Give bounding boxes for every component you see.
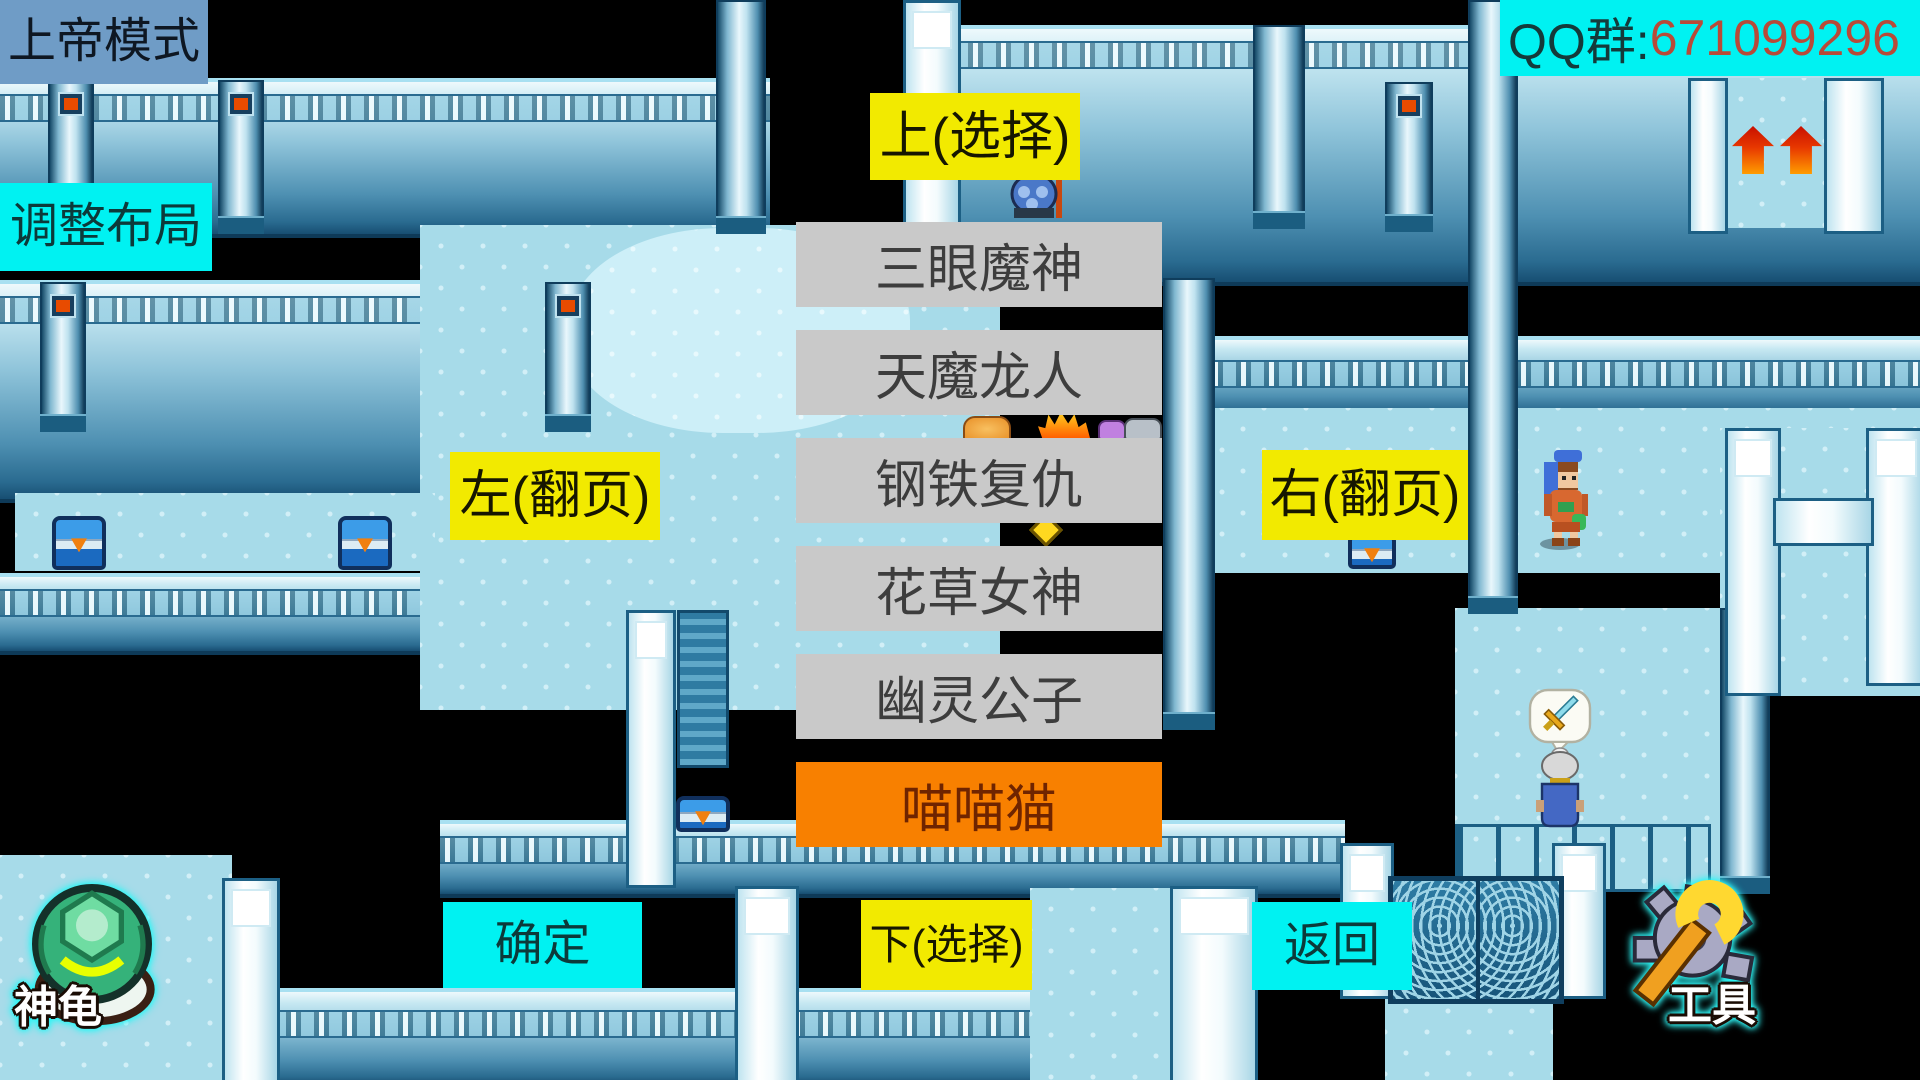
turtle-shell-icon bbox=[32, 884, 155, 1026]
girl-npc-sprite bbox=[1540, 450, 1588, 550]
wall-band bbox=[1180, 336, 1920, 420]
tools-button[interactable]: 工具 bbox=[1602, 872, 1762, 1052]
white-column bbox=[1866, 428, 1920, 686]
white-column bbox=[1170, 886, 1258, 1080]
white-column bbox=[735, 886, 799, 1080]
gem-pillar bbox=[40, 282, 86, 432]
god-mode-toggle[interactable]: 上帝模式 bbox=[0, 0, 208, 84]
floor bbox=[1385, 990, 1553, 1080]
pillar bbox=[1253, 25, 1305, 229]
treasure-chest bbox=[338, 516, 392, 570]
dpad-left-button[interactable]: 左(翻页) bbox=[450, 452, 660, 540]
white-column bbox=[222, 878, 280, 1080]
confirm-button[interactable]: 确定 bbox=[443, 902, 642, 988]
menu-item-1[interactable]: 天魔龙人 bbox=[796, 330, 1162, 415]
menu-item-3[interactable]: 花草女神 bbox=[796, 546, 1162, 631]
up-arrow-icon bbox=[1780, 126, 1822, 174]
qq-group-banner: QQ群:671099296 bbox=[1500, 0, 1920, 76]
treasure-chest bbox=[52, 516, 106, 570]
adjust-layout-button[interactable]: 调整布局 bbox=[0, 183, 212, 271]
gem-pillar bbox=[218, 80, 264, 234]
white-column bbox=[1725, 428, 1781, 696]
gem-pillar bbox=[1385, 82, 1433, 232]
white-column bbox=[626, 610, 676, 888]
pillar bbox=[716, 0, 766, 234]
double-up-arrow-icon[interactable] bbox=[1732, 126, 1822, 174]
menu-item-2[interactable]: 钢铁复仇 bbox=[796, 438, 1162, 523]
gem-pillar bbox=[545, 282, 591, 432]
pillar bbox=[1468, 0, 1518, 614]
white-column bbox=[1688, 78, 1728, 234]
floor bbox=[1030, 888, 1175, 1080]
tools-button-label: 工具 bbox=[1668, 981, 1756, 1030]
wall-band bbox=[230, 988, 1030, 1080]
qq-group-number: 671099296 bbox=[1649, 10, 1900, 66]
stone-gate bbox=[1388, 876, 1564, 1004]
dpad-right-button[interactable]: 右(翻页) bbox=[1262, 450, 1468, 540]
menu-item-selected[interactable]: 喵喵猫 bbox=[796, 762, 1162, 847]
carved-pillar bbox=[677, 610, 729, 768]
dpad-down-button[interactable]: 下(选择) bbox=[861, 900, 1032, 990]
menu-item-4[interactable]: 幽灵公子 bbox=[796, 654, 1162, 739]
wall-band bbox=[0, 573, 442, 655]
up-arrow-icon bbox=[1732, 126, 1774, 174]
white-column bbox=[1824, 78, 1884, 234]
wrench-gear-icon bbox=[1632, 880, 1755, 1008]
back-button[interactable]: 返回 bbox=[1252, 902, 1412, 990]
pillar bbox=[1163, 278, 1215, 730]
menu-item-0[interactable]: 三眼魔神 bbox=[796, 222, 1162, 307]
treasure-chest bbox=[676, 796, 730, 832]
turtle-button[interactable]: 神龟 bbox=[12, 872, 180, 1044]
turtle-button-label: 神龟 bbox=[14, 983, 102, 1032]
dpad-up-button[interactable]: 上(选择) bbox=[870, 93, 1080, 180]
oldman-npc-sprite bbox=[1528, 688, 1592, 828]
connector-block bbox=[1773, 498, 1874, 546]
qq-group-label: QQ群: bbox=[1508, 14, 1650, 70]
selection-menu: 三眼魔神 天魔龙人 钢铁复仇 花草女神 幽灵公子 喵喵猫 bbox=[796, 222, 1162, 847]
